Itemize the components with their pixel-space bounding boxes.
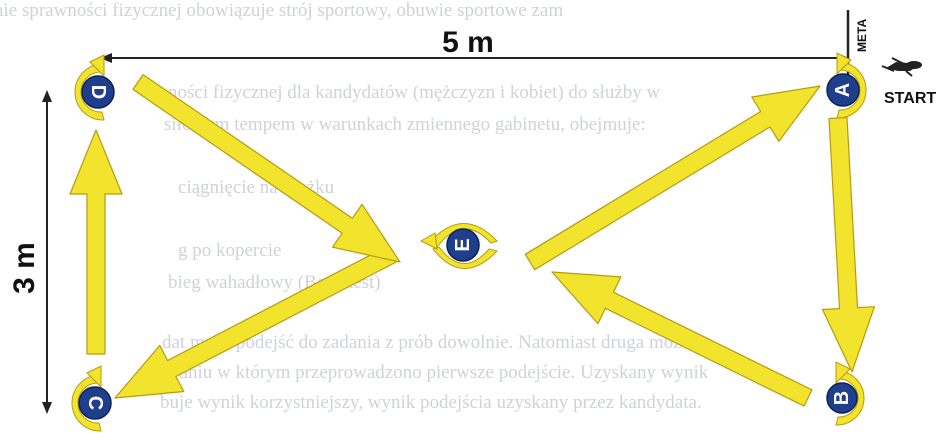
- side-dimension-line: [42, 90, 52, 414]
- turn-marker-d: [74, 54, 105, 121]
- point-label-e: E: [452, 238, 474, 251]
- background-line: buje wynik korzystniejszy, wynik podejśc…: [160, 392, 702, 413]
- point-e: E: [419, 223, 498, 269]
- background-line: g po kopercie: [178, 240, 282, 261]
- point-circle-c: [78, 386, 112, 420]
- arrow-a-to-b: [821, 116, 876, 373]
- arrow-e-to-c: [114, 245, 397, 399]
- point-label-b: B: [831, 391, 853, 405]
- start-label: START: [884, 90, 936, 107]
- turn-marker-c: [71, 365, 102, 432]
- point-group: A B C D E: [71, 52, 867, 432]
- point-label-a: A: [832, 83, 854, 97]
- arrow-b-to-e: [551, 271, 813, 407]
- point-a: A: [826, 52, 867, 119]
- turn-marker-e: [419, 223, 498, 269]
- point-c: C: [71, 365, 112, 432]
- point-d: D: [74, 54, 115, 121]
- point-b: B: [826, 361, 865, 426]
- arrow-e-to-a: [524, 85, 821, 271]
- meta-label: META: [855, 19, 869, 52]
- arrow-c-to-d: [69, 129, 123, 355]
- runner-icon: [881, 57, 922, 77]
- point-circle-a: [826, 73, 860, 107]
- point-circle-d: [81, 75, 115, 109]
- turn-marker-a: [836, 52, 867, 119]
- point-circle-b: [826, 382, 858, 414]
- point-label-c: C: [84, 396, 106, 410]
- point-label-d: D: [87, 85, 109, 99]
- background-line: w dniu w którym przeprowadzono pierwsze …: [160, 362, 709, 383]
- background-line: dat może podejść do zadania z prób dowol…: [162, 332, 691, 353]
- background-line: siłowym tempem w warunkach zmiennego gab…: [164, 114, 646, 135]
- turn-marker-b: [835, 361, 865, 426]
- point-circle-e: [446, 228, 480, 262]
- background-line: nie sprawności fizycznej obowiązuje stró…: [0, 0, 564, 21]
- top-dimension-label: 5 m: [442, 26, 494, 59]
- arrow-group: [69, 73, 876, 407]
- side-dimension-label: 3 m: [8, 242, 41, 294]
- background-line: ności fizycznej dla kandydatów (mężczyzn…: [168, 82, 661, 103]
- arrow-d-to-e: [132, 73, 401, 263]
